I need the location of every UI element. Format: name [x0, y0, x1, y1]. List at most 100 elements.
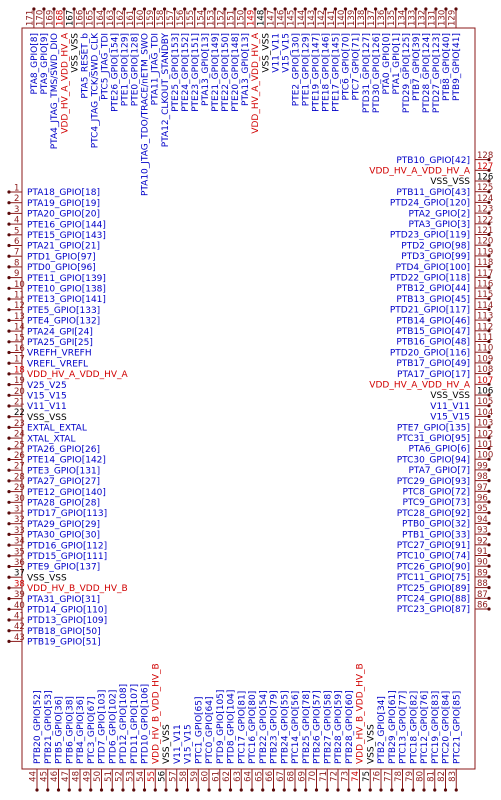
pin-name: PTA28_GPIO[28] [27, 499, 100, 509]
pin-endpoint [353, 7, 358, 11]
pin-number: 38 [14, 579, 25, 589]
pin-endpoint [7, 243, 11, 248]
pin-name: PTA19_GPIO[19] [27, 199, 100, 209]
pin-number: 71 [319, 771, 329, 782]
pin-endpoint [89, 788, 93, 792]
pin-number: 99 [477, 461, 488, 471]
pin-number: 100 [477, 451, 493, 461]
pin-name: PTB9_GPIO[41] [452, 33, 462, 101]
pin-number: 83 [448, 771, 458, 782]
pin-number: 64 [244, 771, 254, 782]
pin-number: 139 [347, 10, 357, 26]
pin-name: PTD14_GPIO[110] [27, 606, 107, 616]
pin-number: 52 [115, 771, 125, 782]
pin-number: 167 [66, 10, 76, 26]
pin-name: PTE14_GPIO[142] [27, 456, 106, 466]
pin-endpoint [487, 350, 491, 354]
pin-number: 101 [477, 440, 493, 450]
pin-endpoint [414, 7, 418, 11]
pin-number: 116 [477, 280, 493, 290]
pin-number: 94 [477, 515, 488, 525]
pin-number: 77 [383, 771, 393, 782]
pin-name: VSS_VSS [27, 413, 67, 423]
pin-number: 25 [14, 440, 25, 450]
pin-name: PTE1_GPIO[129] [121, 33, 131, 106]
pin-number: 90 [477, 558, 488, 568]
pin-number: 5 [14, 226, 19, 236]
pin-name: PTB12_GPIO[44] [396, 284, 470, 294]
pin-name: VDD_HV_A_VDD_HV_A [369, 381, 471, 391]
pin-number: 61 [211, 771, 221, 782]
pin-number: 49 [82, 771, 92, 782]
pin-number: 8 [14, 258, 19, 268]
pin-number: 45 [39, 771, 49, 782]
pin-endpoint [487, 275, 491, 279]
pin-number: 146 [277, 10, 287, 26]
pin-endpoint [7, 318, 11, 322]
pin-name: PTD10_GPIO[106] [141, 684, 151, 764]
pin-name: PTD0_GPIO[96] [27, 263, 96, 273]
pin-number: 76 [373, 771, 383, 782]
pin-endpoint [325, 788, 329, 792]
pin-number: 81 [426, 771, 436, 782]
pin-number: 133 [407, 10, 417, 26]
pin-number: 160 [136, 10, 146, 26]
pin-name: PTD23_GPIO[119] [390, 231, 470, 241]
pin-number: 17 [14, 355, 25, 365]
pin-name: PTC10_GPIO[74] [397, 552, 470, 562]
pin-name: PTA13_GPIO[13] [201, 33, 211, 106]
pin-number: 97 [477, 483, 488, 493]
pin-endpoint [35, 788, 39, 792]
pin-name: PTD7_GPIO[103] [98, 690, 108, 764]
pin-name: PTA7_GPIO[7] [409, 466, 471, 476]
pin-name: PTC8_GPIO[72] [402, 488, 470, 498]
pin-name: V11_V11 [271, 33, 281, 73]
pin-endpoint [121, 788, 125, 792]
pin-number: 79 [405, 771, 415, 782]
right-pin-group: 86PTC23_GPIO[87]87PTC24_GPIO[88]88PTC25_… [369, 151, 493, 615]
pin-name: V15_V15 [430, 413, 470, 423]
pin-endpoint [487, 607, 491, 611]
pin-endpoint [487, 329, 491, 333]
pin-name: PTB19_GPIO[51] [27, 638, 101, 648]
pin-number: 170 [35, 10, 45, 26]
pin-name: PTC26_GPIO[90] [397, 562, 470, 572]
pin-name: PTB15_GPIO[47] [396, 327, 470, 337]
pin-endpoint [487, 404, 491, 408]
pin-endpoint [390, 788, 394, 792]
pin-name: V11_V11 [173, 724, 183, 764]
pin-number: 62 [222, 771, 232, 782]
pin-endpoint [293, 7, 297, 11]
pin-number: 117 [477, 269, 493, 279]
pin-name: PTC18_GPIO[82] [409, 691, 419, 764]
pin-number: 56 [158, 771, 168, 782]
pin-number: 41 [14, 612, 25, 622]
pin-name: PTA26_GPIO[26] [27, 445, 100, 455]
pin-name: PTA0_GPIO[0] [382, 33, 392, 95]
pin-name: PTC4_JTAG_TCK/SWD_CLK [90, 32, 100, 148]
pin-endpoint [487, 158, 491, 162]
pin-number: 43 [14, 633, 25, 643]
pin-name: PTB2_GPIO[34] [377, 696, 387, 764]
pin-name: PTC0_GPIO[64] [205, 696, 215, 764]
pin-endpoint [487, 382, 491, 386]
pin-name: PTB27_GPIO[58] [323, 690, 333, 764]
pin-number: 23 [14, 419, 25, 429]
pin-endpoint [433, 788, 437, 792]
pin-number: 104 [477, 408, 493, 418]
pin-endpoint [363, 7, 368, 11]
pin-number: 11 [14, 291, 25, 301]
pin-name: V11_V11 [430, 402, 470, 412]
pin-name: PTA12_CLKOUT_STANDBY [161, 33, 171, 148]
pin-number: 3 [14, 205, 19, 215]
pin-endpoint [122, 7, 126, 11]
pin-number: 102 [477, 429, 493, 439]
pin-endpoint [196, 788, 200, 792]
pin-number: 58 [179, 771, 189, 782]
pin-number: 22 [14, 408, 25, 418]
pin-endpoint [46, 788, 50, 792]
pin-name: PTD28_GPIO[124] [422, 33, 432, 113]
pin-number: 15 [14, 333, 25, 343]
pin-name: PTD8_GPIO[104] [227, 690, 237, 764]
pin-name: PTE17_GPIO[145] [332, 33, 342, 112]
